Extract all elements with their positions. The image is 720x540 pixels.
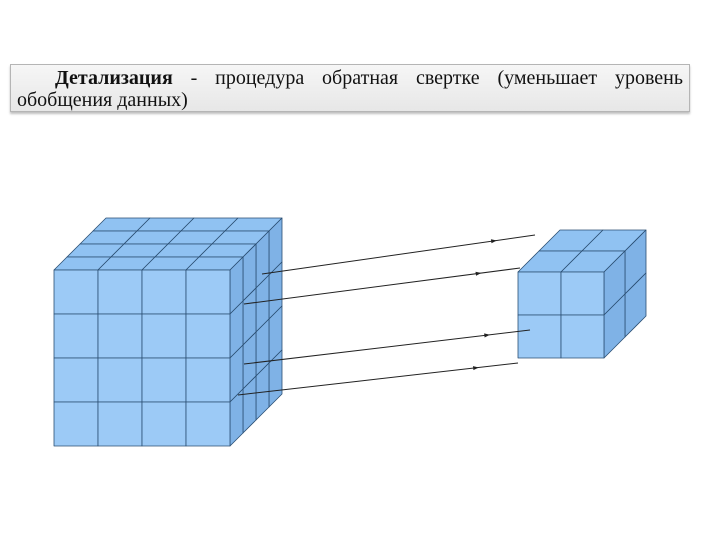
- cube-front-cell: [141, 357, 187, 403]
- cube-front-cell: [97, 313, 143, 359]
- connector-line: [261, 234, 536, 275]
- definition-text: Детализация - процедура обратная свертке…: [11, 65, 689, 111]
- cube-front-cell: [185, 401, 231, 447]
- cube-front-cell: [185, 313, 231, 359]
- connector-line: [237, 362, 519, 396]
- detail-connectors: [237, 234, 536, 396]
- cube-front-cell: [97, 401, 143, 447]
- connector-arrowhead: [484, 333, 490, 338]
- cube-front-cell: [517, 314, 562, 359]
- cube-front-cell: [53, 313, 99, 359]
- cube-front-cell: [141, 269, 187, 315]
- cube-front-cell: [53, 401, 99, 447]
- connector-arrowhead: [472, 366, 479, 371]
- connector-line: [243, 329, 531, 365]
- cube-front-cell: [53, 269, 99, 315]
- cube-front-cell: [185, 357, 231, 403]
- cube-front-cell: [185, 269, 231, 315]
- connector-line: [243, 267, 521, 305]
- cube-front-cell: [97, 269, 143, 315]
- cube-front-cell: [141, 313, 187, 359]
- small-data-cube: [517, 229, 647, 359]
- definition-body: - процедура обратная свертке (уменьшает …: [17, 67, 683, 111]
- cube-front-cell: [141, 401, 187, 447]
- cube-front-cell: [560, 271, 605, 316]
- definition-term: Детализация: [55, 67, 173, 89]
- connector-arrowhead: [475, 271, 482, 276]
- cube-front-cell: [53, 357, 99, 403]
- definition-box: Детализация - процедура обратная свертке…: [10, 64, 690, 112]
- connector-arrowhead: [490, 239, 497, 244]
- cube-front-cell: [517, 271, 562, 316]
- large-data-cube: [53, 217, 283, 447]
- cube-front-cell: [97, 357, 143, 403]
- cube-front-cell: [560, 314, 605, 359]
